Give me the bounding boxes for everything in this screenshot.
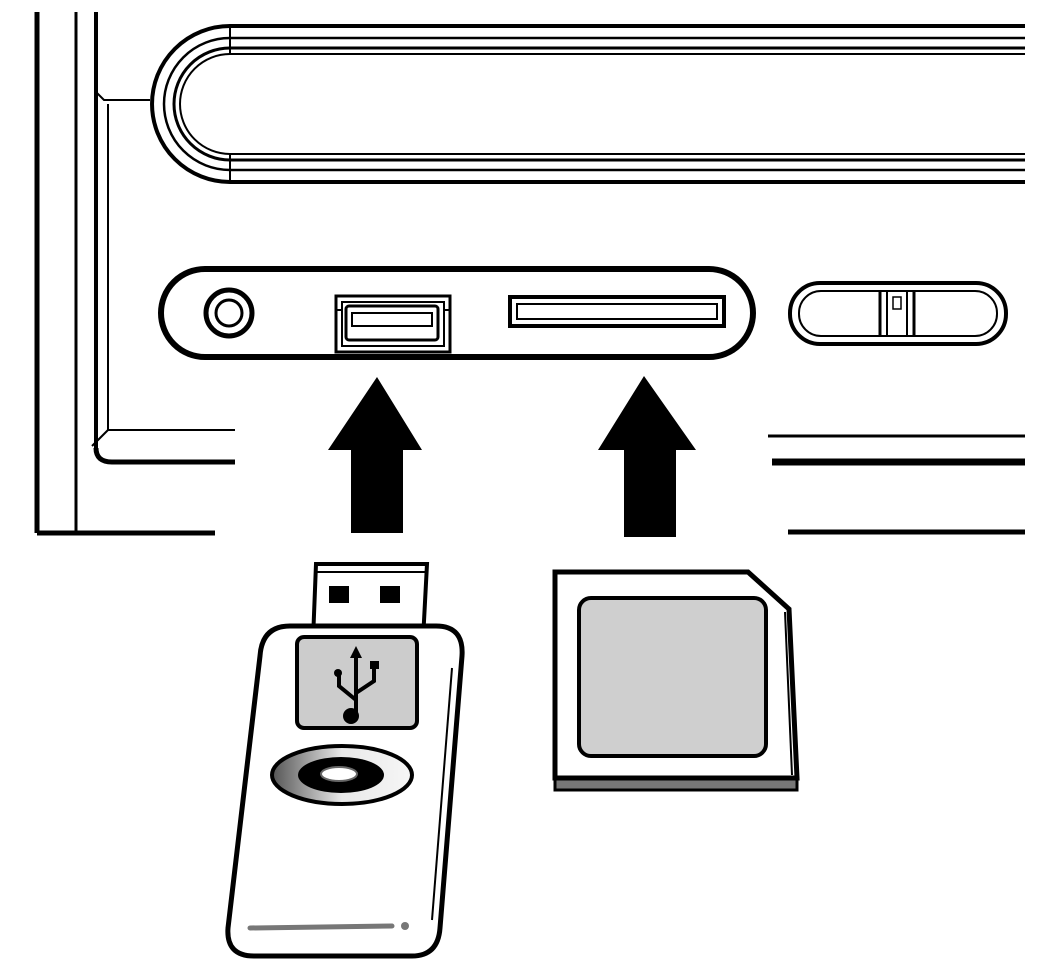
usb-connector-contact-right xyxy=(380,586,400,603)
disc-slot-ring-3 xyxy=(172,46,1025,162)
sd-card-slot[interactable] xyxy=(508,295,726,328)
insert-usb-arrow xyxy=(328,377,422,533)
usb-port[interactable] xyxy=(334,294,452,354)
release-button-grip xyxy=(892,296,902,310)
usb-port-housing xyxy=(334,294,452,354)
usb-trident-icon xyxy=(334,646,379,724)
release-button-inner xyxy=(798,290,998,337)
usb-drive-ring-center xyxy=(320,766,358,782)
bezel-bevel-inner-corner xyxy=(91,429,109,447)
usb-port-rim xyxy=(341,301,445,347)
usb-port-opening xyxy=(344,304,440,342)
usb-connector-contact-left xyxy=(329,586,349,603)
insert-card-arrow xyxy=(598,376,696,537)
port-strip-frame xyxy=(158,266,756,360)
head-unit-panel xyxy=(34,12,1025,536)
sd-card-bevel xyxy=(784,611,793,776)
bezel-bevel-corner xyxy=(93,447,235,465)
disc-slot-outer xyxy=(150,24,1025,184)
sd-memory-card[interactable] xyxy=(552,569,800,792)
sd-card-label xyxy=(577,596,768,758)
usb-flash-drive[interactable] xyxy=(225,562,465,959)
release-button-outer xyxy=(788,281,1008,346)
usb-drive-stripe xyxy=(247,923,395,931)
usb-drive-body-inner-edge xyxy=(431,667,453,921)
aux-jack-hole xyxy=(214,298,244,328)
port-strip xyxy=(158,266,756,360)
usb-port-tongue xyxy=(351,312,433,327)
card-slot-inner xyxy=(516,303,718,320)
disc-slot-inner xyxy=(179,53,1025,155)
disc-slot xyxy=(150,24,1025,184)
card-slot-outer xyxy=(508,295,726,328)
bezel-top-notch xyxy=(95,91,150,101)
disc-slot-ring-2 xyxy=(162,36,1025,172)
usb-drive-indicator xyxy=(401,922,409,930)
release-button[interactable] xyxy=(788,281,1008,346)
aux-input-jack[interactable] xyxy=(203,287,255,339)
